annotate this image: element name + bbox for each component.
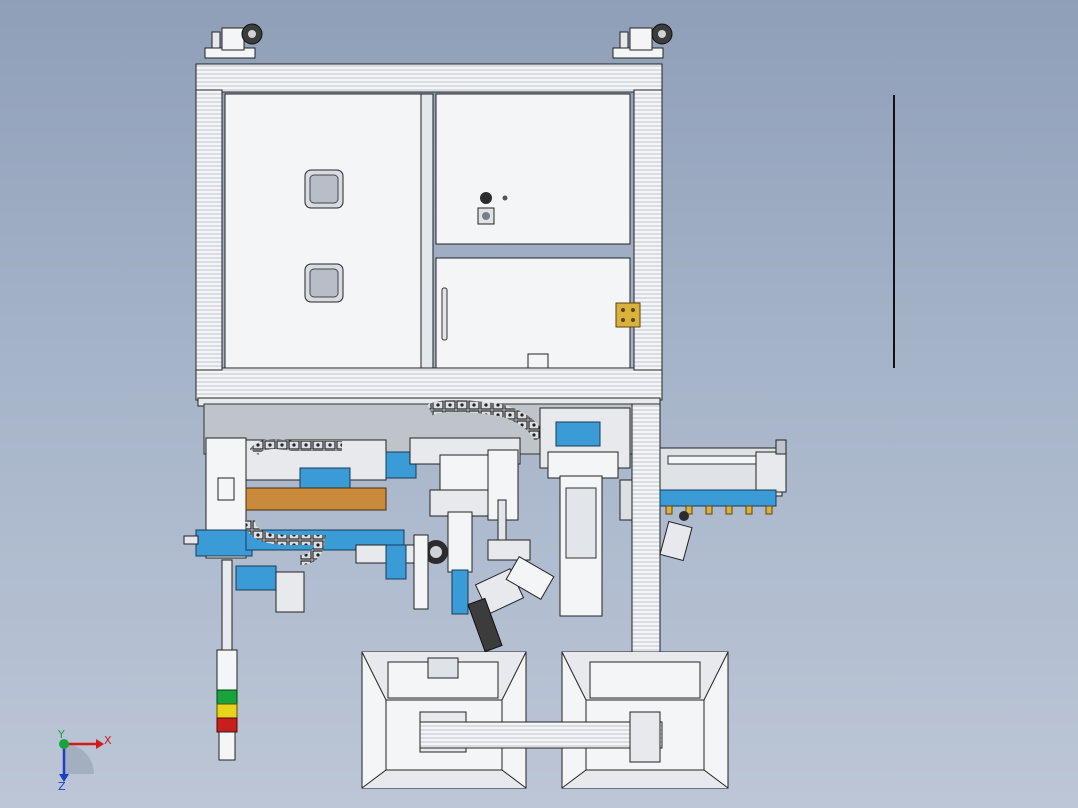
caster-right bbox=[612, 23, 673, 59]
cabinet-divider bbox=[420, 93, 434, 369]
cabinet-panel-left bbox=[224, 93, 422, 369]
right-mechanism bbox=[539, 407, 635, 617]
pillar-foot bbox=[629, 711, 661, 763]
side-feeder bbox=[659, 439, 787, 562]
y-axis-label: Y bbox=[57, 728, 65, 741]
x-axis-label: X bbox=[104, 734, 112, 747]
emergency-stop-icon bbox=[480, 192, 492, 204]
bin-left bbox=[361, 651, 527, 789]
bin-cross-rail bbox=[419, 721, 663, 749]
z-axis-label: Z bbox=[58, 780, 66, 793]
cabinet-frame bbox=[195, 63, 663, 407]
signal-tower-icon bbox=[216, 559, 238, 761]
cabinet-panel-lower-right bbox=[435, 257, 631, 369]
hinge-icon bbox=[615, 302, 641, 328]
cabinet-panel-upper-right bbox=[435, 93, 631, 245]
left-mechanism bbox=[183, 437, 417, 613]
center-mechanism bbox=[409, 400, 555, 653]
caster-left bbox=[204, 23, 263, 59]
coordinate-triad: X Y Z bbox=[57, 728, 112, 793]
